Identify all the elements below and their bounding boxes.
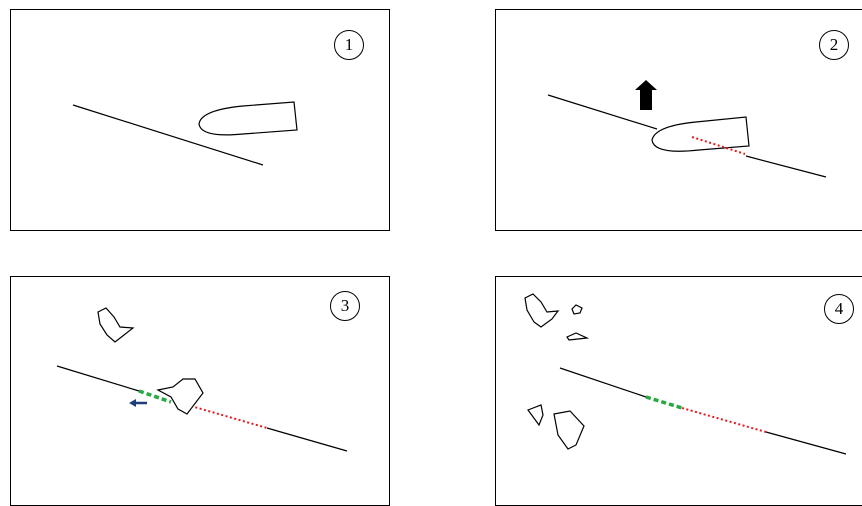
panel-1: 1 — [10, 9, 390, 231]
panel-4: 4 — [495, 276, 862, 506]
left-arrow-icon — [129, 399, 147, 407]
panel-3-number: 3 — [330, 291, 360, 321]
panel-2-line-left — [547, 94, 658, 130]
panel-4-ice-floe-4 — [527, 404, 544, 427]
panel-2-ship-shape — [651, 116, 750, 152]
panel-4-ice-floe-1 — [524, 293, 560, 328]
panel-2: 2 — [495, 9, 862, 231]
panel-4-number: 4 — [824, 294, 854, 324]
panel-2-red-dotted-line — [691, 136, 746, 155]
panel-1-number: 1 — [334, 30, 364, 60]
panel-2-number: 2 — [819, 30, 849, 60]
panel-4-red-dotted-line — [681, 407, 767, 433]
panel-3-green-dashed-line — [138, 389, 172, 404]
panel-4-ice-floe-5 — [553, 410, 585, 450]
panel-1-line — [72, 104, 264, 166]
panel-2-drawing — [547, 80, 827, 178]
panel-4-green-dashed-line — [645, 395, 683, 410]
up-arrow-icon — [635, 80, 657, 110]
panel-3-ice-floe-1 — [97, 307, 135, 343]
panel-4-ice-floe-2 — [571, 304, 583, 315]
panel-1-ship-shape — [198, 101, 298, 136]
panel-3-line-left — [56, 365, 140, 392]
panel-4-line-left — [559, 367, 647, 398]
panel-1-drawing — [72, 101, 298, 166]
panel-4-line-right — [765, 431, 847, 455]
panel-4-ice-floe-3 — [566, 332, 590, 341]
panel-4-drawing — [524, 293, 847, 455]
panel-3-drawing — [56, 307, 348, 452]
panel-2-line-right — [745, 155, 827, 178]
panel-3-line-right — [266, 427, 348, 452]
panel-3: 3 — [10, 276, 390, 506]
panel-3-ice-floe-2 — [156, 378, 204, 415]
panel-3-red-dotted-line — [190, 405, 268, 429]
